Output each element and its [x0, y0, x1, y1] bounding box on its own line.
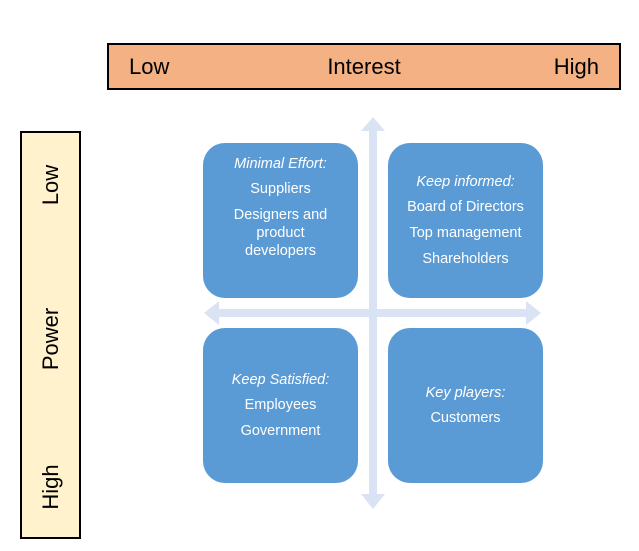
quadrant-keep-satisfied: Keep Satisfied: Employees Government: [203, 328, 358, 483]
quadrant-key-players: Key players: Customers: [388, 328, 543, 483]
stakeholder-item: Designers and product developers: [233, 207, 328, 259]
quadrant-keep-informed: Keep informed: Board of Directors Top ma…: [388, 143, 543, 298]
stakeholder-item: Government: [240, 423, 321, 439]
horizontal-axis-arrow: [204, 301, 541, 325]
stakeholder-item: Top management: [409, 225, 522, 241]
interest-axis-bar: Low Interest High: [107, 43, 621, 90]
stakeholder-item: Employees: [244, 397, 317, 413]
stakeholder-item: Customers: [430, 410, 501, 426]
interest-high-label: High: [553, 53, 599, 79]
interest-low-label: Low: [129, 53, 170, 79]
quadrant-title: Keep Satisfied:: [231, 372, 330, 388]
quadrant-minimal-effort: Minimal Effort: Suppliers Designers and …: [203, 143, 358, 298]
stakeholder-item: Board of Directors: [407, 199, 524, 215]
stakeholder-item: Shareholders: [422, 251, 509, 267]
quadrant-title: Key players:: [425, 385, 506, 401]
stakeholder-item: Suppliers: [250, 181, 311, 197]
quadrant-title: Minimal Effort:: [234, 156, 327, 172]
interest-axis-title: Interest: [327, 53, 401, 79]
quadrant-title: Keep informed:: [416, 174, 515, 190]
power-axis-bar: Low Power High: [20, 131, 81, 539]
